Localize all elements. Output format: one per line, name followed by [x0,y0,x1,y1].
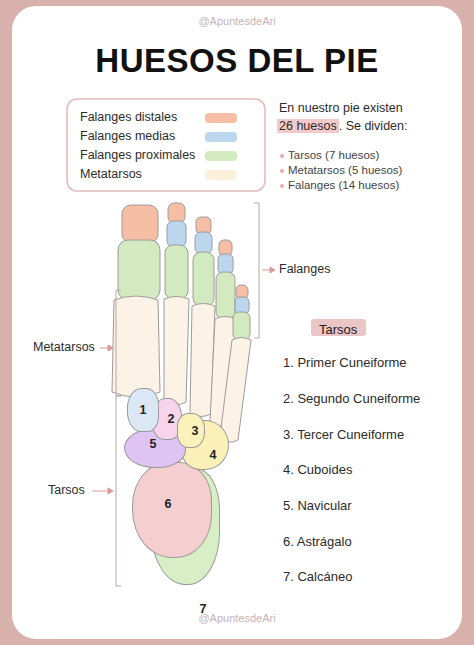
legend-swatch [205,132,237,142]
label: Metatarsos (5 huesos) [288,164,402,176]
label: 1. Primer Cuneiforme [283,355,407,370]
brackets [116,203,259,586]
label: Tarsos [48,483,85,497]
watermark: @ApuntesdeAri [0,15,474,27]
band-label: Tarsos [319,322,357,337]
legend-box [67,99,265,191]
label: Tarsos (7 huesos) [288,149,379,161]
card [12,6,462,639]
legend-text: Metatarsos [80,167,142,181]
tarsal-bone: 1 [127,388,159,432]
callout-number: 5 [150,437,157,451]
label: 7. Calcáneo [283,569,352,584]
label: 3. Tercer Cuneiforme [283,427,404,442]
label: 6. Astrágalo [283,534,352,549]
foot-bones [112,203,251,442]
callout-number: 7 [200,602,207,616]
callout-number: 2 [168,412,175,426]
label: 5. Navicular [283,498,352,513]
section-band: Tarsos [311,319,366,336]
callout-number: 4 [210,448,217,462]
legend-swatch [205,151,237,161]
watermark: @ApuntesdeAri [0,612,474,624]
title: HUESOS DEL PIE [0,42,474,80]
legend-swatch [205,170,237,180]
bullet-dots [280,154,284,188]
legend-text: Falanges medias [80,129,175,143]
legend-text: Falanges distales [80,110,177,124]
label: 2. Segundo Cuneiforme [283,391,420,406]
label: . Se dividen: [339,119,408,133]
tarsal-bone: 6 [132,462,212,558]
callout-number: 6 [165,497,172,511]
label: Metatarsos [33,340,95,354]
label: En nuestro pie existen [279,101,403,115]
label: Falanges (14 huesos) [288,179,399,191]
legend-swatch [205,113,237,123]
pointer-arrows [92,267,275,494]
callout-number: 1 [140,403,147,417]
highlight-text: 26 huesos [277,119,339,133]
label: 4. Cuboides [283,462,352,477]
callout-number: 3 [192,424,199,438]
tarsal-bone: 3 [177,413,205,448]
label: Falanges [279,262,330,276]
legend-text: Falanges proximales [80,148,195,162]
